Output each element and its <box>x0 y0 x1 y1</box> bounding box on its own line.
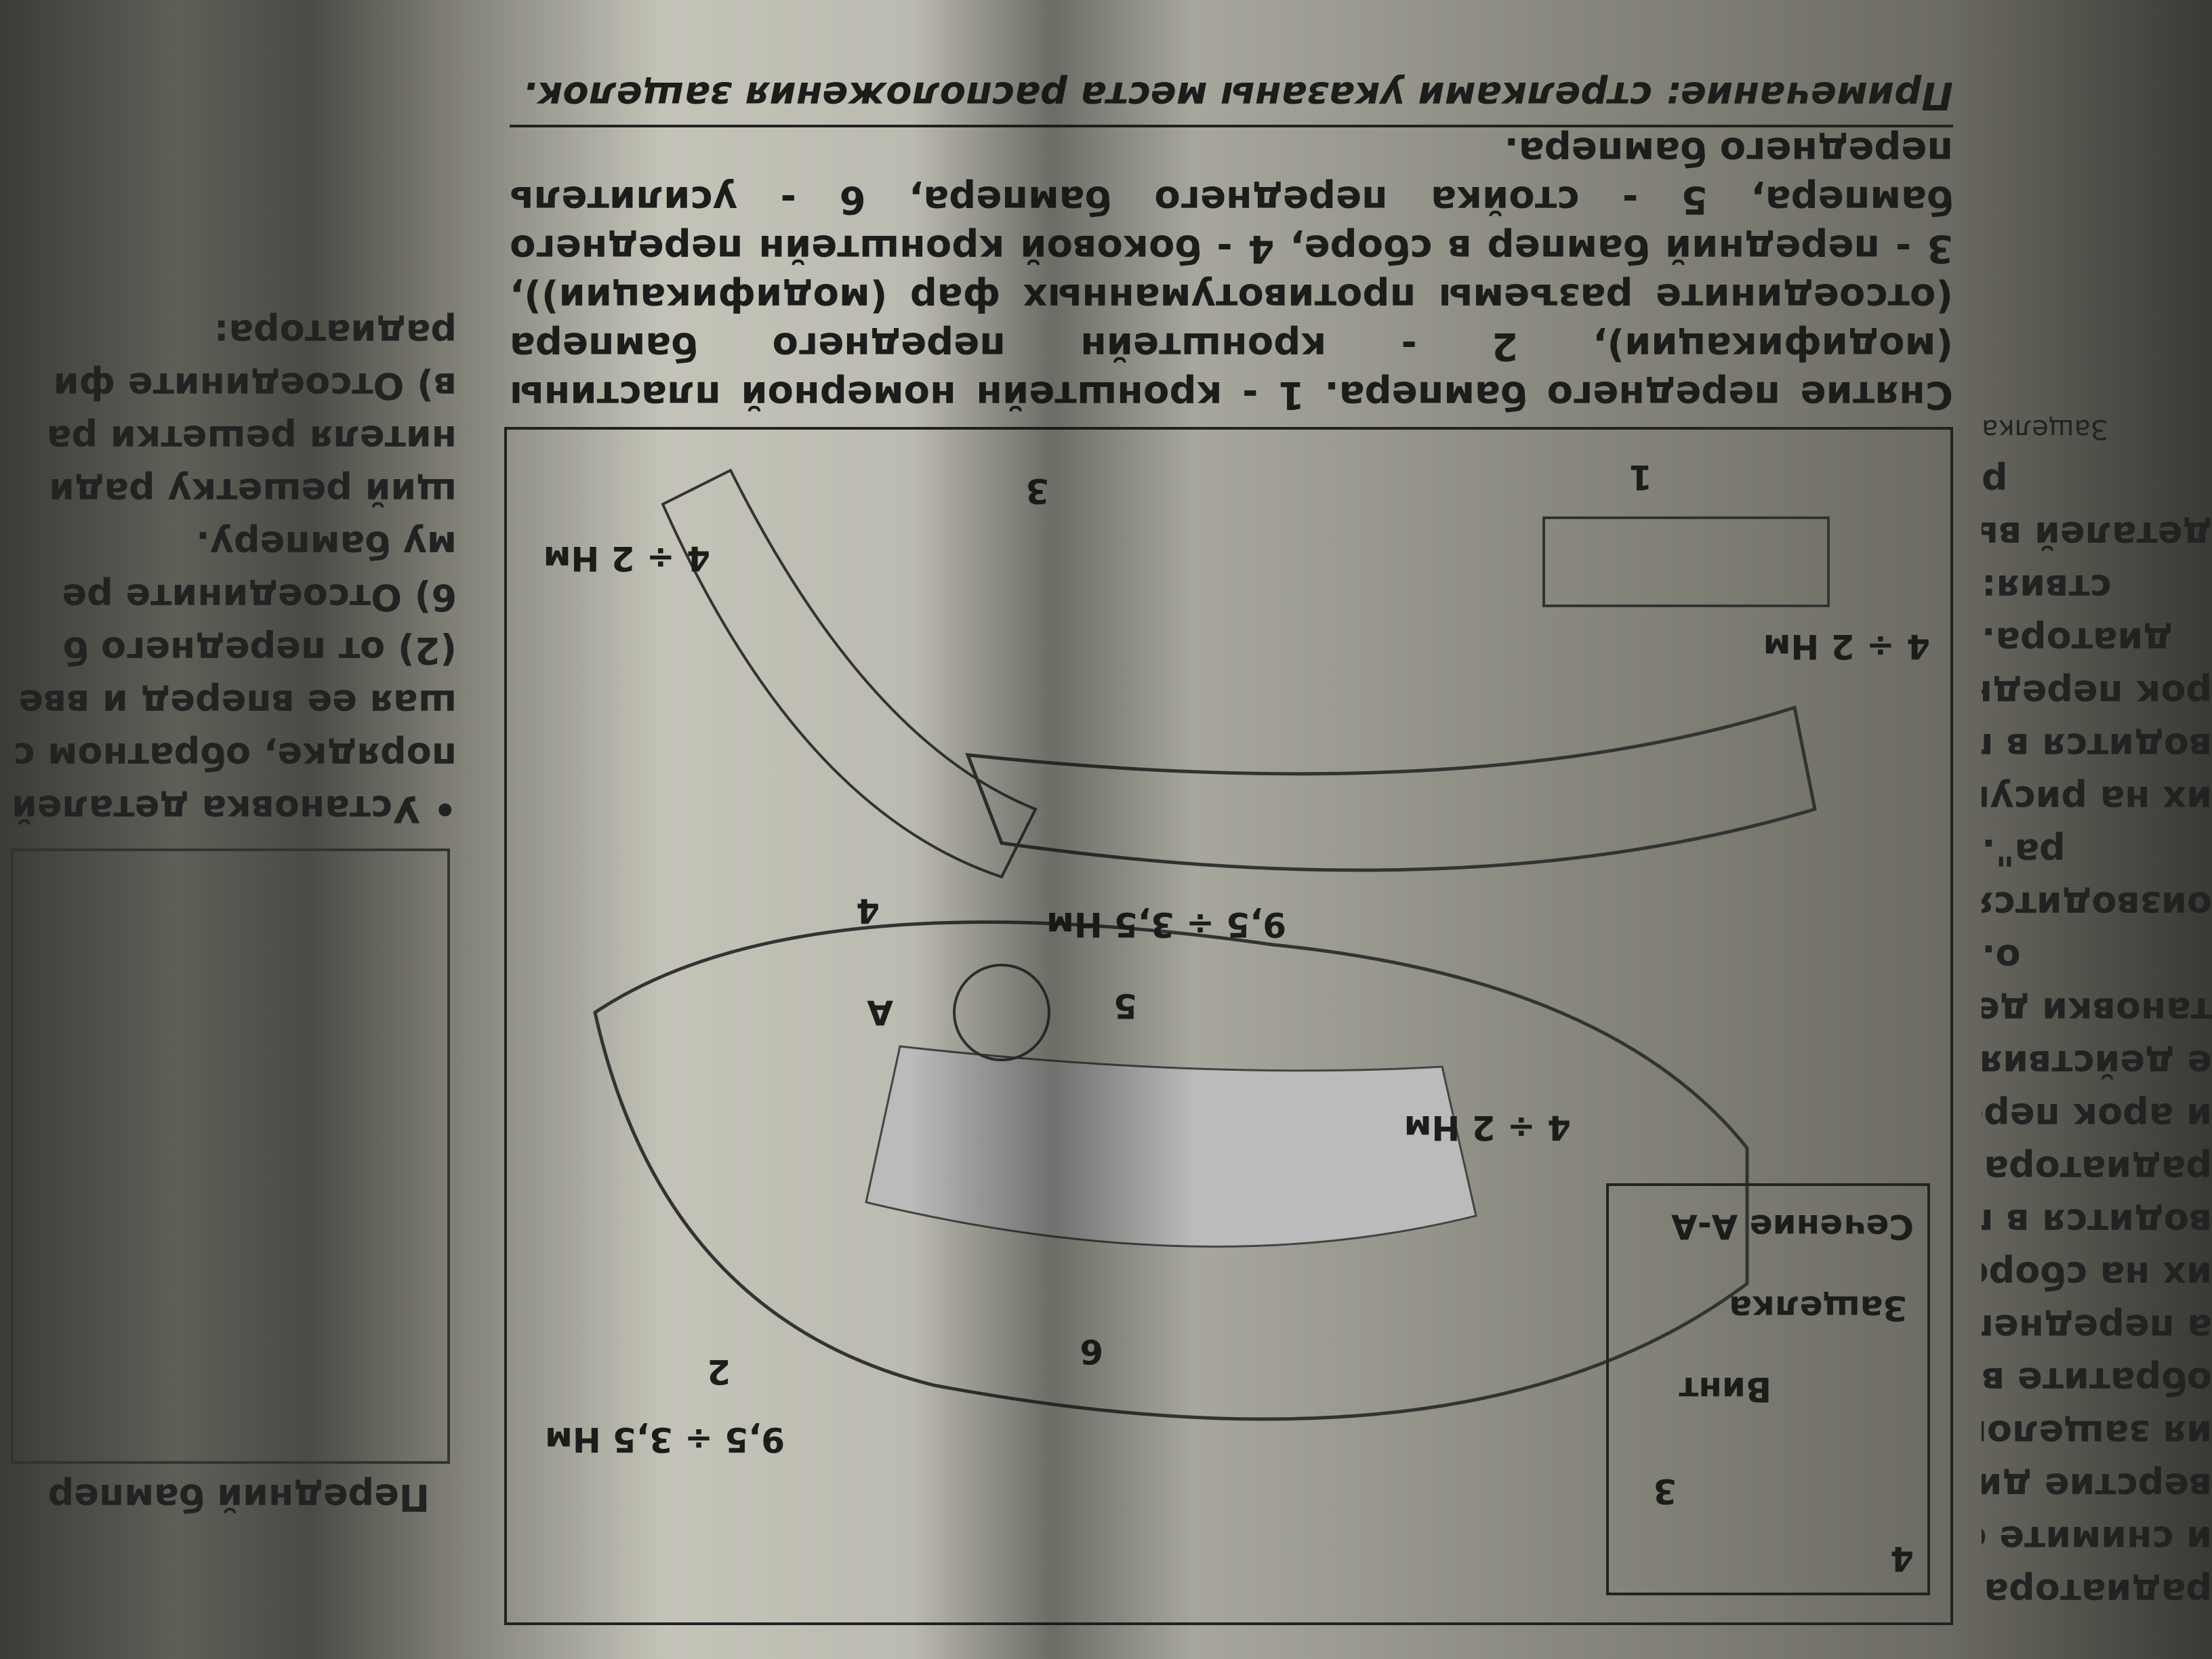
text-line: водится в по- <box>1982 725 2212 768</box>
text-line: радиатора. <box>1982 1148 2212 1191</box>
latch-label: Защелка <box>1729 1288 1907 1328</box>
text-line: шая ее вперед и вве <box>18 682 457 724</box>
left-page-text: радиатора. и снимите ее. верстие диа- ия… <box>1982 403 2212 1618</box>
torque-label: 9,5 ÷ 3,5 Нм <box>1046 905 1286 944</box>
text-line: му бамперу. <box>196 523 457 566</box>
reinforcement-outline <box>965 705 1817 872</box>
text-line: рок передних <box>1982 672 2212 715</box>
part-label: 4 <box>856 891 880 930</box>
text-line: р <box>1982 461 2008 504</box>
text-line: ия защелок. <box>1982 1412 2212 1455</box>
text-line: диатора. <box>1982 619 2173 662</box>
text-line: в) Отсоедините фи <box>53 365 457 407</box>
bumper-figure <box>11 848 450 1464</box>
text-line: их на рисунке <box>1982 778 2212 821</box>
text-line: а переднего <box>1982 1307 2212 1349</box>
torque-label: 4 ÷ 2 Нм <box>1404 1108 1571 1147</box>
center-page: 4 3 Винт Защелка Сечение А-А 4 ÷ 2 Нм 4 … <box>479 12 1973 1639</box>
section-mark: А <box>867 993 893 1032</box>
text-line: • Установка деталей <box>11 787 457 830</box>
section-title: Сечение А-А <box>1671 1207 1914 1246</box>
text-line: и снимите ее. <box>1982 1518 2212 1561</box>
screw-label: Винт <box>1679 1370 1771 1409</box>
text-line: ствия: <box>1982 567 2112 609</box>
fog-lamp <box>953 964 1050 1061</box>
text-line: щий решетку ради <box>49 470 457 513</box>
text-line: водится в по- <box>1982 1201 2212 1244</box>
bumper-diagram: 4 3 Винт Защелка Сечение А-А 4 ÷ 2 Нм 4 … <box>504 427 1953 1625</box>
text-line: и арок перед- <box>1982 1095 2212 1138</box>
part-label: 5 <box>1113 986 1137 1025</box>
text-line: 6) Отсоедините ре <box>62 576 457 619</box>
text-line: о. <box>1982 937 2021 979</box>
text-line: радиатора: <box>213 312 457 354</box>
text-line: ра". <box>1982 831 2066 874</box>
bumper-grille <box>865 1045 1477 1248</box>
text-line: е действия: <box>1982 1042 2212 1085</box>
text-line: нителя решетки ра <box>46 417 457 460</box>
figure-label: Передний бампер <box>47 1476 430 1519</box>
part-label: 3 <box>1025 471 1049 510</box>
text-line: их на сбороч- <box>1982 1254 2212 1296</box>
part-label: 2 <box>707 1352 731 1391</box>
part-label: 4 <box>1890 1539 1914 1578</box>
part-label: 3 <box>1653 1471 1677 1511</box>
text-line: радиатора. <box>1982 1571 2212 1614</box>
section-aa-inset: 4 3 Винт Защелка Сечение А-А <box>1606 1183 1930 1595</box>
torque-label: 4 ÷ 2 Нм <box>1763 627 1930 666</box>
text-line: обратите вни- <box>1982 1359 2212 1402</box>
part-label: 6 <box>1080 1332 1103 1371</box>
text-line: верстие диа- <box>1982 1465 2212 1508</box>
license-bracket <box>1542 516 1830 607</box>
text-line: тановки дета- <box>1982 989 2212 1032</box>
part-label: 1 <box>1629 457 1652 497</box>
edge-label: Защелка <box>1982 413 2108 445</box>
right-page-text: Передний бампер • Установка деталей поря… <box>0 306 457 1523</box>
text-line: оизводится в <box>1982 884 2212 926</box>
text-line: порядке, обратном с <box>13 735 457 777</box>
torque-label: 9,5 ÷ 3,5 Нм <box>545 1420 785 1459</box>
bumper-outline <box>593 920 1749 1421</box>
bumper-stay-outline <box>661 468 1038 879</box>
figure-caption: Снятие переднего бампера. 1 - кронштейн … <box>510 129 1953 417</box>
torque-label: 4 ÷ 2 Нм <box>543 539 710 578</box>
bumper-drawing <box>593 468 1830 1421</box>
text-line: деталей вы- <box>1982 514 2212 556</box>
text-line: (2) от переднего б <box>62 629 457 672</box>
figure-note: Примечание: стрелками указаны места расп… <box>510 70 1953 127</box>
